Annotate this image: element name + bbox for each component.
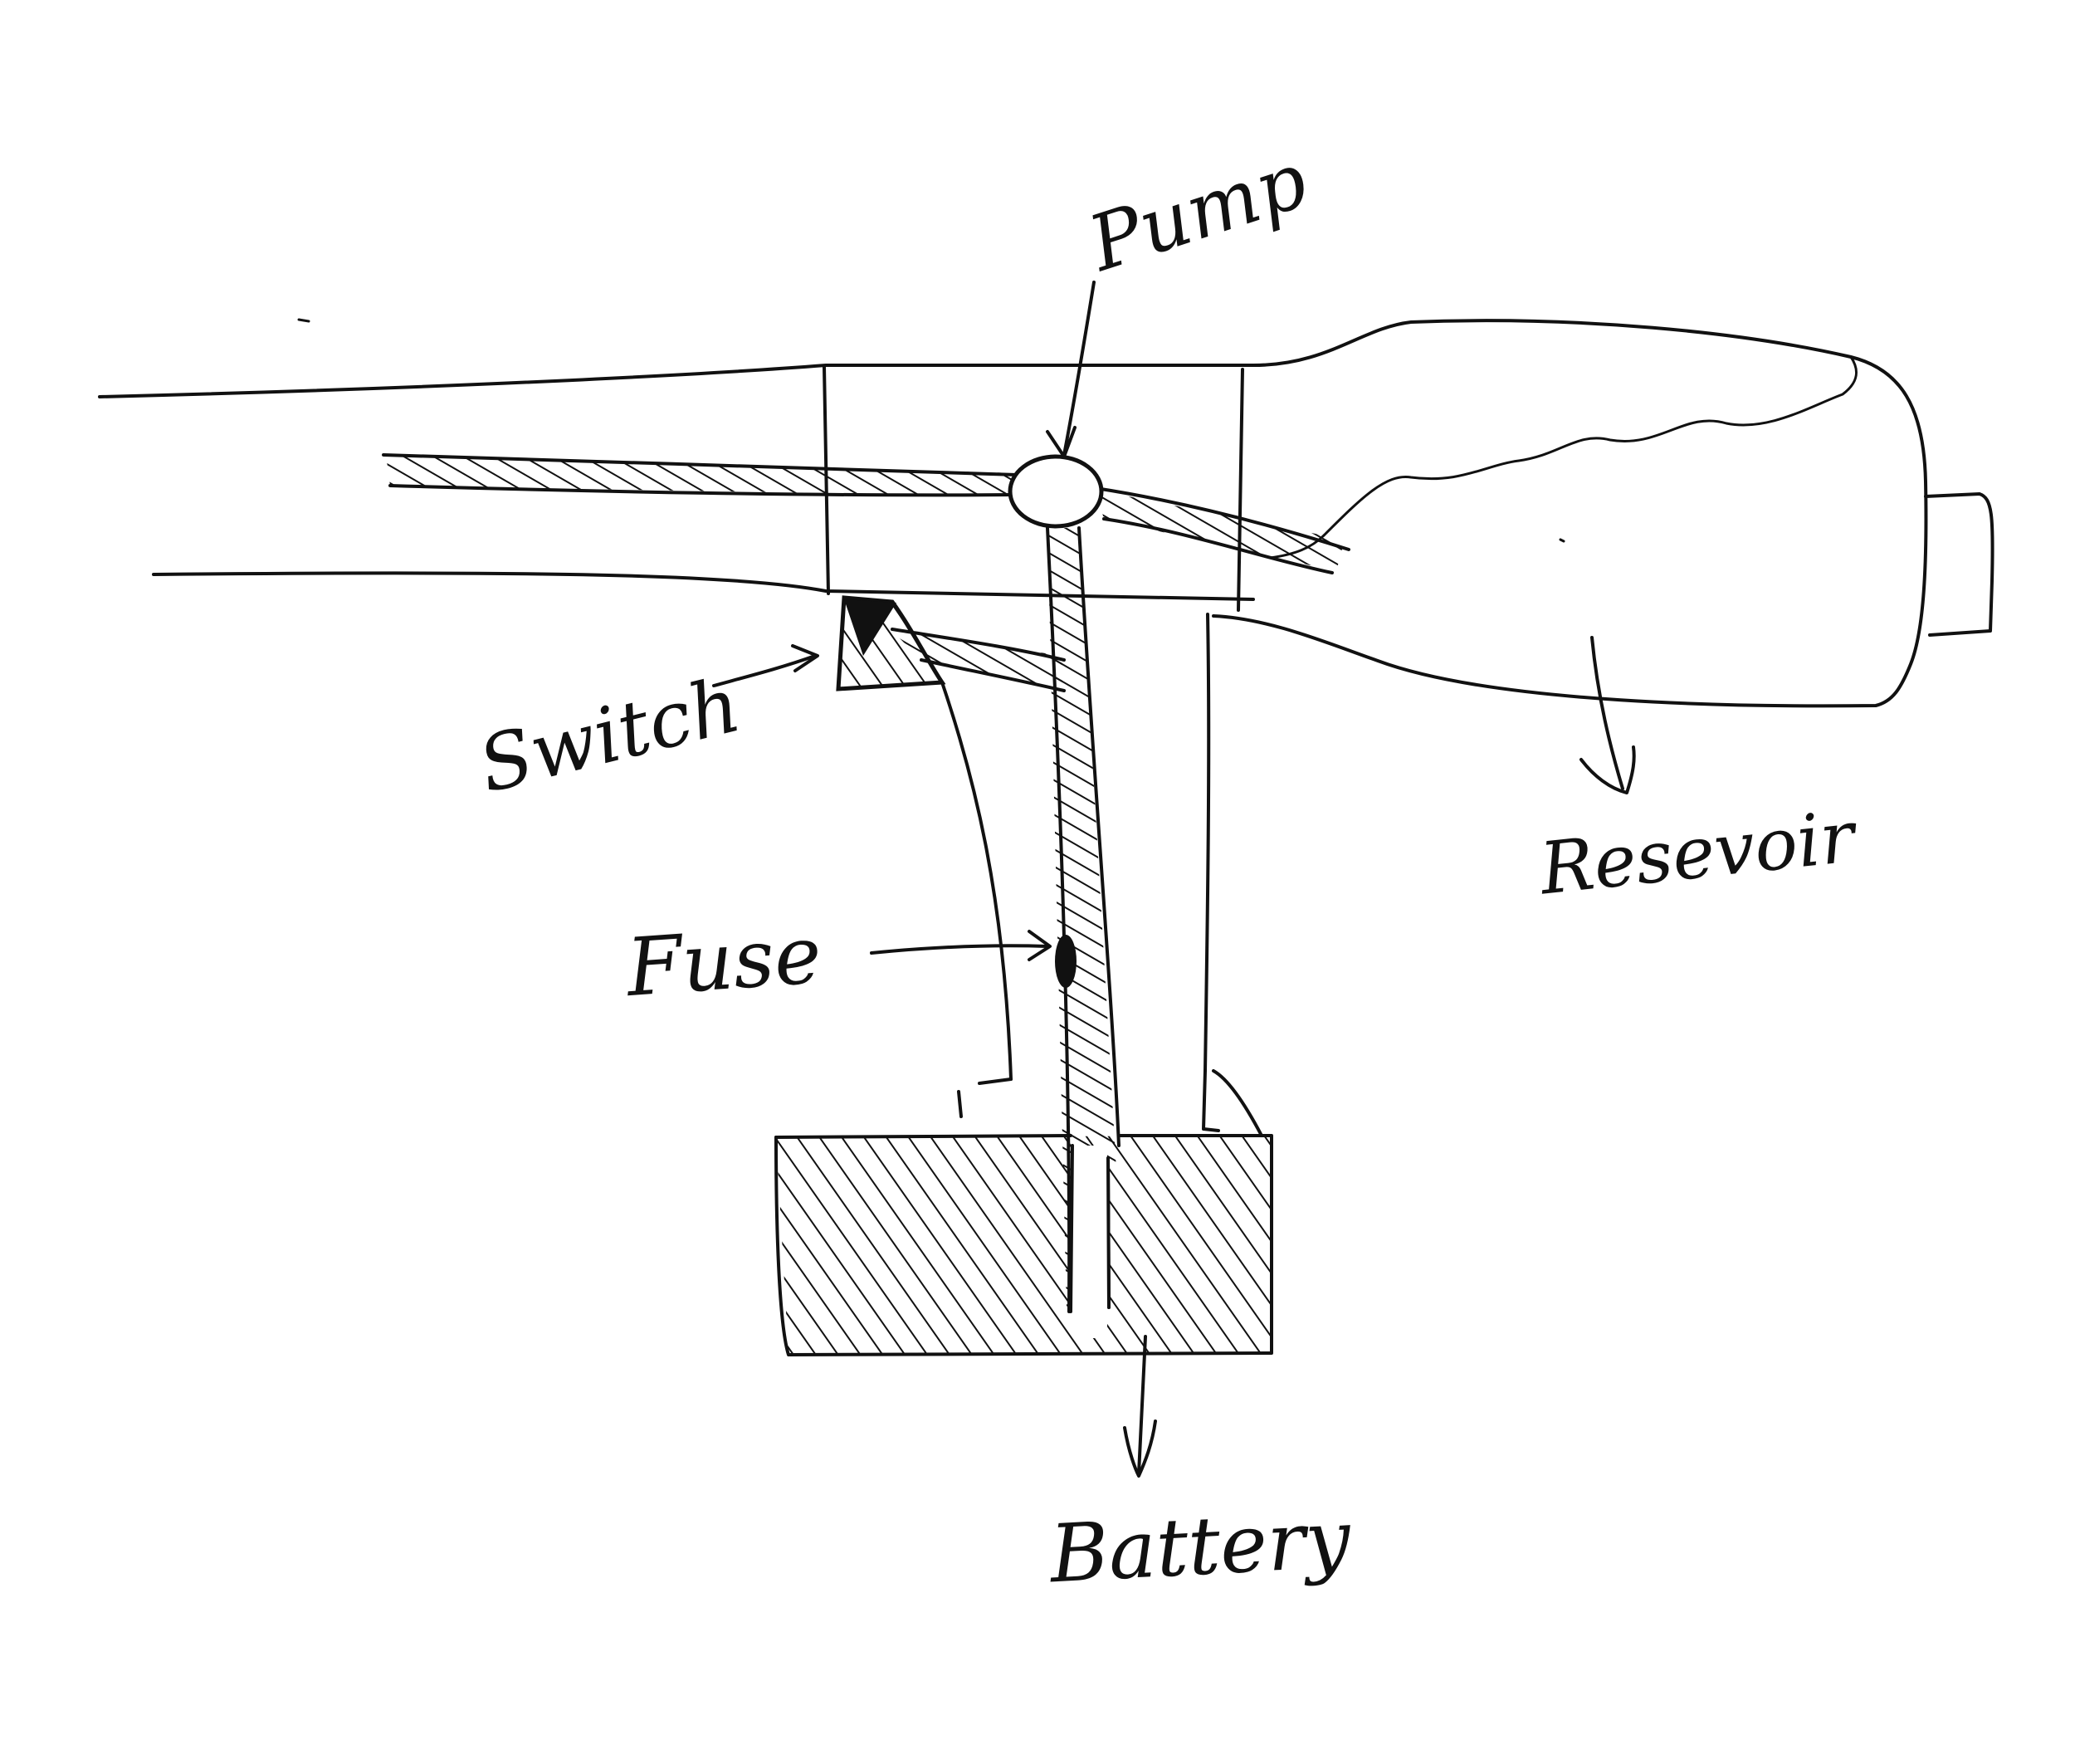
stray-mark	[297, 318, 310, 323]
stray-mark	[1559, 538, 1565, 543]
pump-arrow	[1046, 281, 1096, 458]
battery-icon	[774, 1134, 1273, 1356]
feed-hose	[382, 453, 1350, 574]
pump-icon	[1008, 454, 1104, 529]
reservoir-body	[1212, 319, 1994, 708]
switch-arrow	[712, 644, 819, 687]
reservoir-arrow	[1579, 636, 1636, 794]
fuse-label: Fuse	[623, 907, 825, 1015]
fuse-icon	[1055, 935, 1077, 988]
battery-arrow	[1123, 1335, 1157, 1478]
fuse-arrow	[870, 930, 1052, 961]
handle-outline	[940, 613, 1263, 1137]
battery-label: Battery	[1047, 1492, 1353, 1601]
switch-assembly	[836, 595, 1066, 692]
